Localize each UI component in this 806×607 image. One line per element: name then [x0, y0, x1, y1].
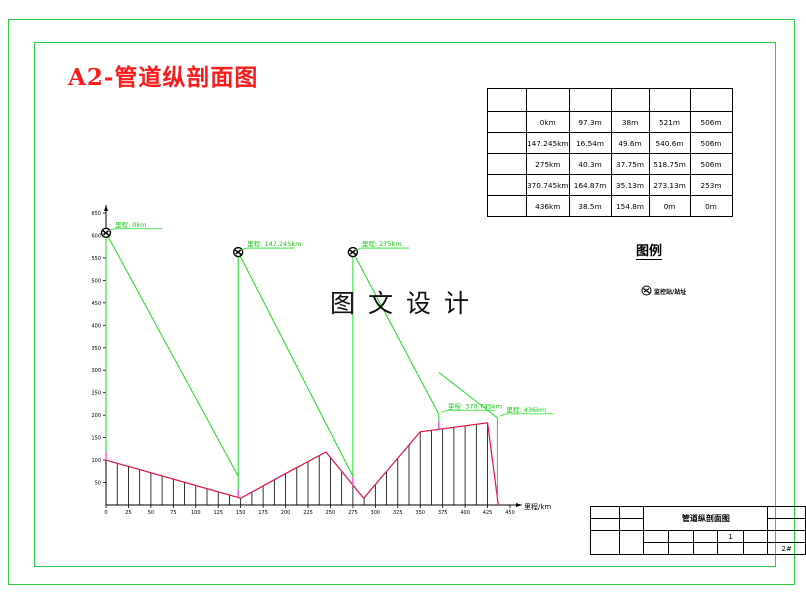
y-axis-arrow-icon: [104, 205, 108, 211]
x-tick-label: 375: [438, 510, 448, 516]
station-symbol-cross: [349, 249, 357, 256]
table-header-row: [487, 88, 733, 112]
title-block-label: [692, 542, 719, 555]
x-axis-label: 里程/km: [524, 502, 551, 511]
y-tick-label: 450: [91, 301, 101, 307]
title-block-label: [589, 506, 621, 519]
page-title: A2-管道纵剖面图: [68, 64, 259, 91]
station-callout: 里程: 436km: [506, 405, 546, 414]
hydraulic-gradient-line: [237, 251, 354, 477]
y-tick-label: 200: [91, 413, 101, 419]
x-axis-arrow-icon: [516, 503, 522, 507]
x-tick-label: 150: [236, 510, 246, 516]
table-header: [689, 88, 733, 112]
table-cell: 253m: [689, 174, 733, 196]
y-tick-label: 550: [91, 256, 101, 262]
watermark: 图文设计: [330, 289, 483, 318]
title-block-label: [643, 542, 670, 555]
x-tick-label: 200: [281, 510, 291, 516]
station-callout: 里程: 275km: [362, 239, 402, 248]
x-tick-label: 325: [393, 510, 403, 516]
callout-leader: [241, 247, 247, 251]
y-tick-label: 600: [91, 233, 101, 239]
station-callout: 里程: 370.745km: [448, 401, 502, 410]
title-block: 管道纵剖面图 1 2#: [589, 506, 806, 555]
table-cell: 154.8m: [610, 195, 650, 217]
x-tick-label: 100: [191, 510, 201, 516]
quantity-value: 1: [717, 530, 744, 543]
title-block-label: [589, 530, 621, 555]
y-tick-label: 500: [91, 278, 101, 284]
x-tick-label: 250: [326, 510, 336, 516]
table-row-label: [487, 195, 527, 217]
table-header: [648, 88, 691, 112]
x-tick-label: 300: [371, 510, 381, 516]
x-tick-label: 400: [460, 510, 470, 516]
station-symbol-cross: [234, 249, 242, 256]
station-symbol-icon: [641, 285, 652, 296]
chart-marks: 里程: 0km 里程: 147.245km 里程: 275km 里程: 370.745…: [100, 220, 554, 506]
callout-leader: [355, 247, 362, 251]
title-block-label: [742, 542, 769, 555]
hydraulic-gradient-line: [438, 372, 498, 419]
title-block-label: [589, 518, 621, 531]
x-tick-label: 125: [213, 510, 223, 516]
callout-leader: [108, 228, 115, 232]
drawing-outer-frame: [8, 19, 795, 585]
legend-title: 图例: [636, 240, 663, 260]
sheet-value: 2#: [767, 542, 806, 555]
y-tick-label: 300: [91, 368, 101, 374]
title-block-label: [692, 530, 719, 543]
y-tick-label: 250: [91, 391, 101, 397]
station-symbol-cross: [102, 230, 110, 236]
y-tick-label: 350: [91, 346, 101, 352]
y-tick-label: 50: [95, 481, 101, 487]
x-tick-label: 25: [125, 510, 131, 516]
station-callout: 里程: 147.245km: [247, 239, 301, 248]
station-callout: 里程: 0km: [115, 220, 147, 229]
table-header: [526, 88, 570, 112]
title-block-label: [643, 530, 670, 543]
terrain-line: [105, 422, 499, 506]
x-tick-label: 175: [258, 510, 268, 516]
x-tick-label: 225: [303, 510, 313, 516]
y-tick-label: 150: [91, 436, 101, 442]
drawing-inner-frame: [34, 42, 776, 567]
x-tick-label: 50: [148, 510, 154, 516]
y-tick-label: 650: [91, 211, 101, 217]
y-tick-label: 100: [91, 458, 101, 464]
callout-leader: [441, 409, 447, 413]
hydraulic-gradient-line: [105, 232, 239, 477]
callout-leader: [500, 413, 506, 417]
x-tick-label: 75: [170, 510, 176, 516]
x-tick-label: 350: [415, 510, 425, 516]
hydraulic-gradient-line: [352, 251, 440, 415]
drawing-name: 管道纵剖面图: [643, 506, 769, 531]
table-cell: 0m: [689, 195, 733, 217]
y-tick-label: 400: [91, 323, 101, 329]
x-tick-label: 450: [505, 510, 515, 516]
legend-item-label: 监控站/站址: [654, 289, 687, 296]
x-tick-label: 0: [104, 510, 107, 516]
table-cell: 436km: [526, 195, 570, 217]
chart-axes: 0 25 50 75 100 125 150 175 200 225 250 275 300 325 350…: [91, 205, 551, 516]
x-tick-label: 425: [483, 510, 493, 516]
x-tick-label: 275: [348, 510, 358, 516]
